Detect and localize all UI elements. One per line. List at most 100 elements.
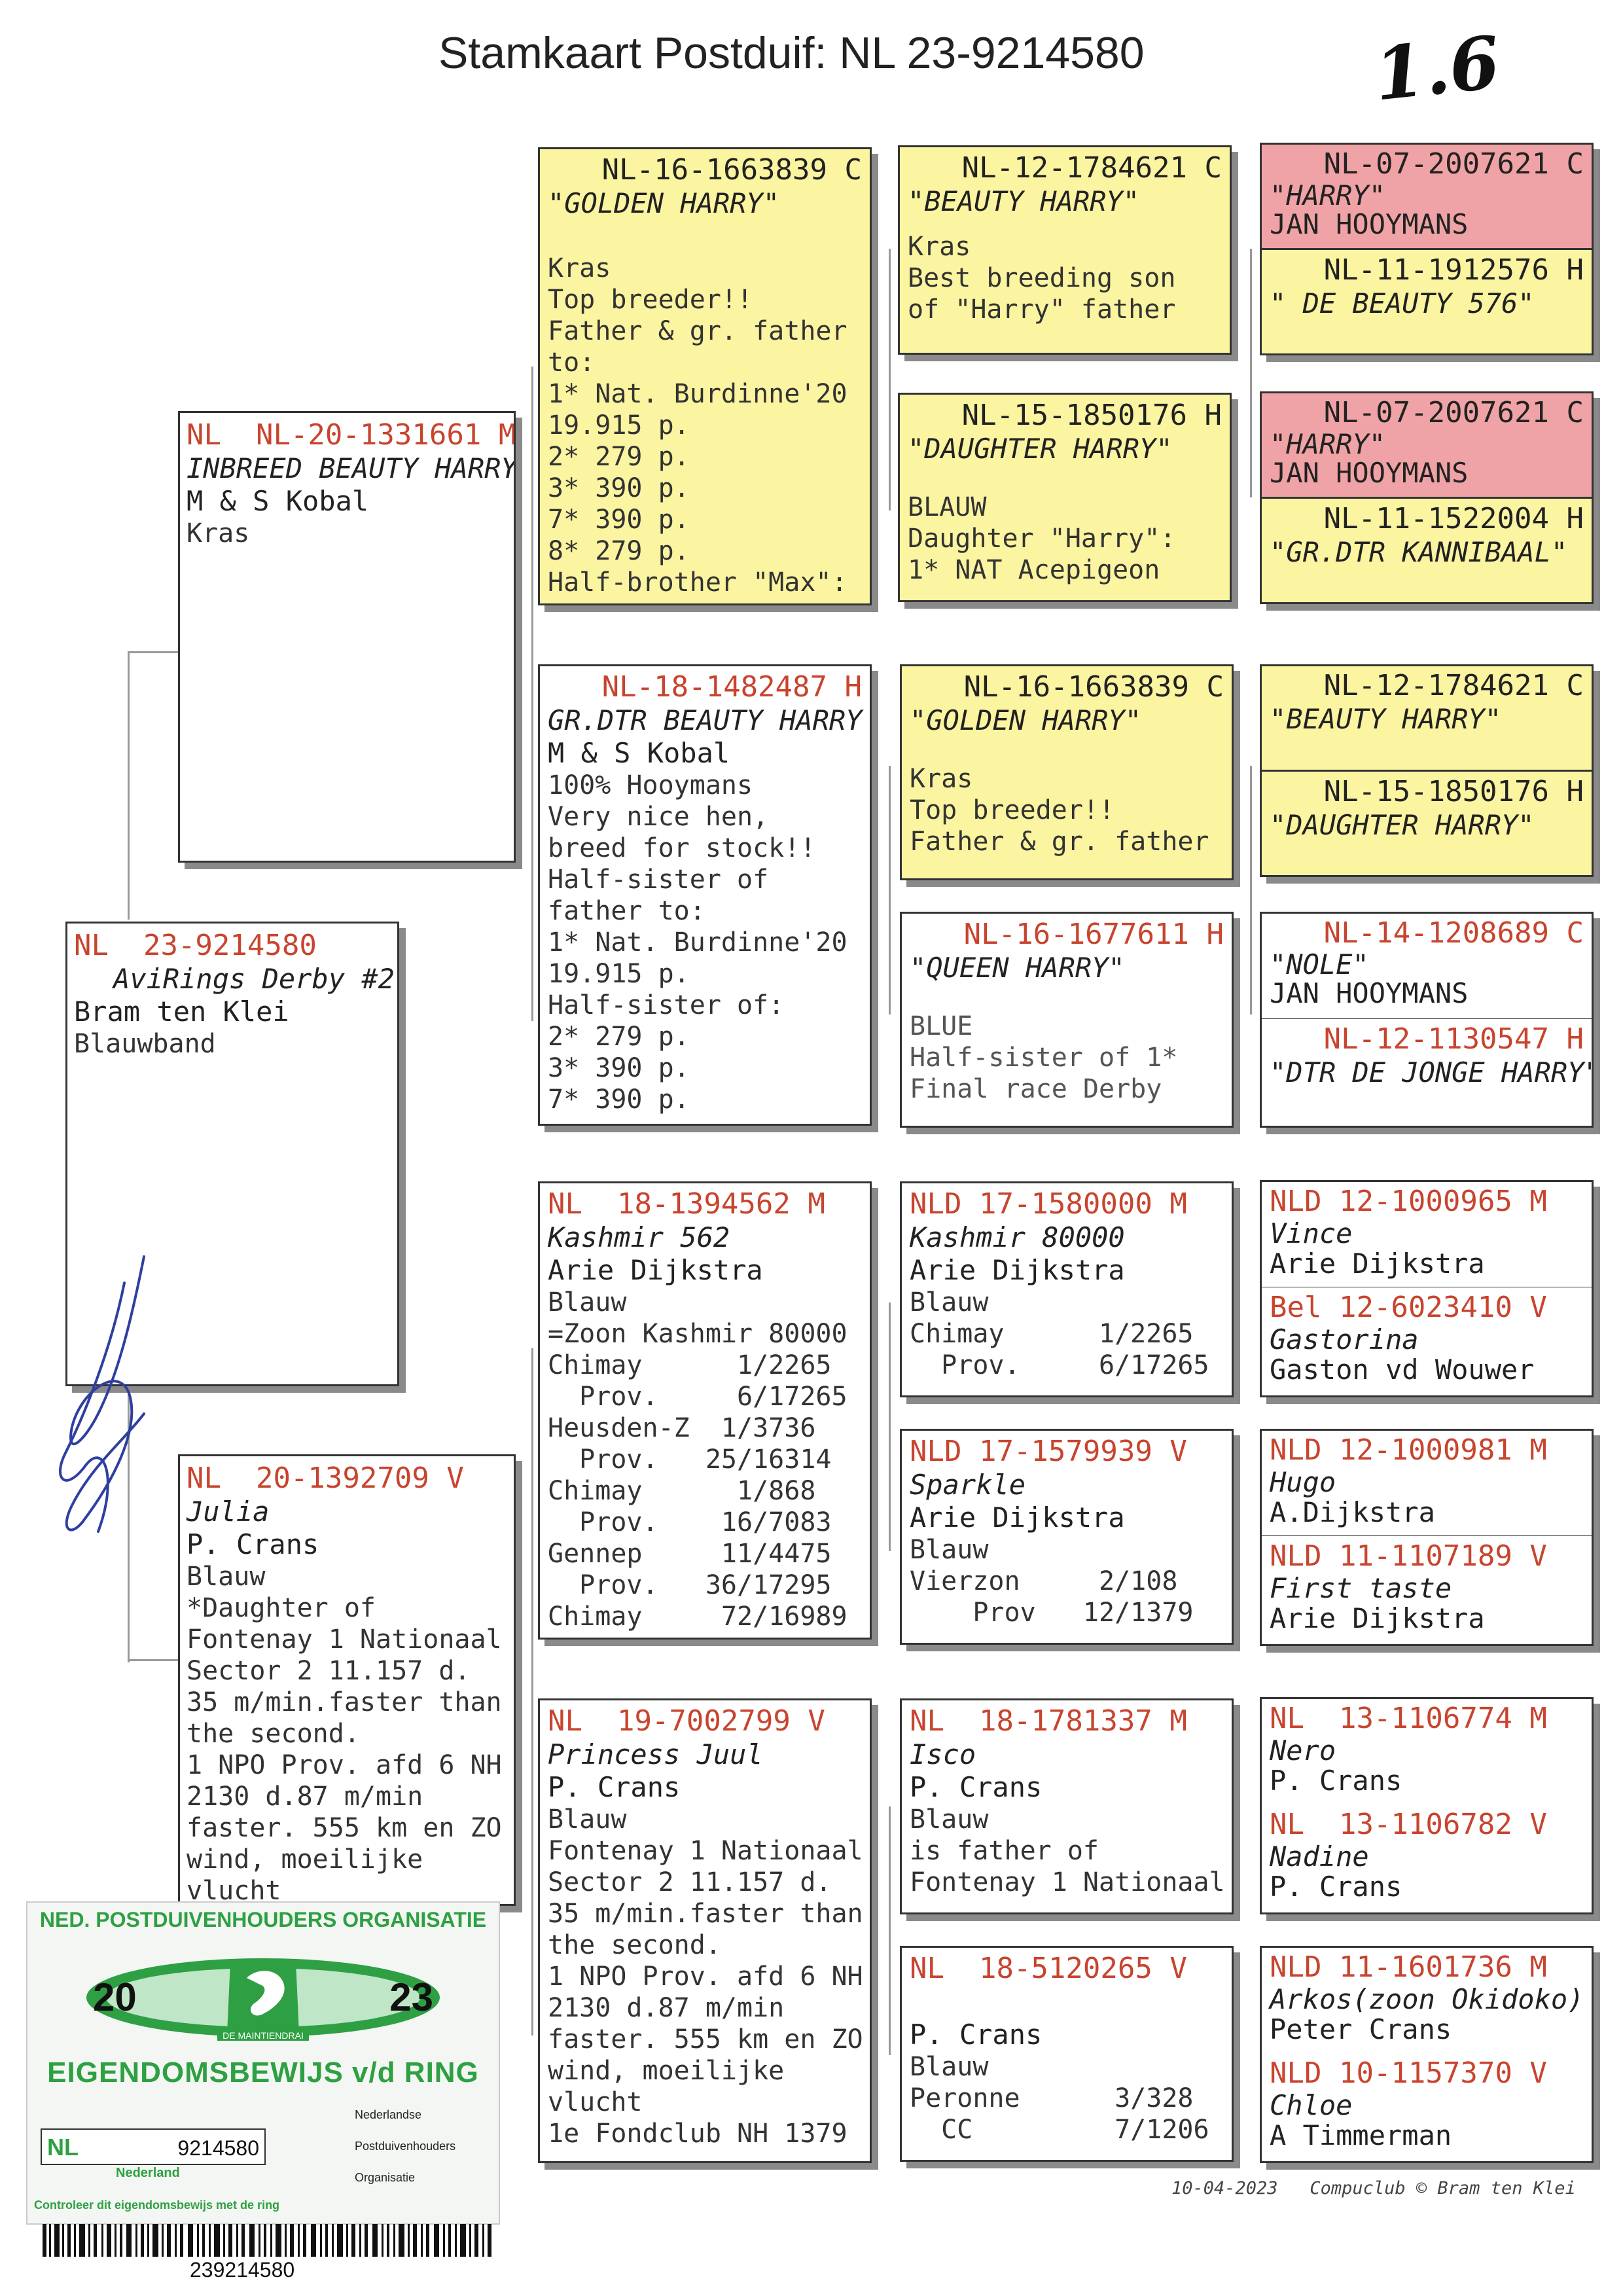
detail-line: Prov. 6/17265 [548, 1382, 847, 1412]
ring-number: NL-11-1912576 H [1323, 253, 1584, 287]
detail-line: Fontenay 1 Nationaal [910, 1867, 1224, 1897]
pigeon-card-sss[interactable]: NL-12-1784621 C "BEAUTY HARRY" Kras Best… [898, 145, 1232, 355]
detail-line: Kras [548, 253, 611, 283]
ring-number: NLD 12-1000965 M [1270, 1185, 1547, 1218]
connector-line [128, 651, 180, 653]
page-title: Stamkaart Postduif: NL 23-9214580 [438, 28, 1145, 78]
pigeon-card-dss[interactable]: NLD 17-1580000 M Kashmir 80000 Arie Dijk… [900, 1181, 1234, 1397]
country-code: NL [47, 2134, 79, 2161]
detail-line: Kras [908, 232, 971, 262]
detail-line: of "Harry" father [908, 295, 1176, 325]
ring-number: NLD 17-1579939 V [910, 1435, 1187, 1468]
pigeon-card-dam[interactable]: NL 20-1392709 V Julia P. Crans Blauw *Da… [178, 1454, 516, 1906]
ring-number: NLD 11-1107189 V [1270, 1539, 1547, 1573]
pigeon-card-ddd[interactable]: NL 18-5120265 V P. Crans Blauw Peronne 3… [900, 1946, 1234, 2162]
pigeon-card-gen4-r7[interactable]: NL 13-1106774 M Nero P. Crans NL 13-1106… [1260, 1697, 1594, 1914]
pigeon-card-gen4-r3[interactable]: NL-12-1784621 C "BEAUTY HARRY" NL-15-185… [1260, 664, 1594, 877]
ownership-certificate: NED. POSTDUIVENHOUDERS ORGANISATIE 20 23… [26, 1901, 500, 2225]
check-text: Controleer dit eigendomsbewijs met de ri… [34, 2198, 280, 2212]
pigeon-card-sire[interactable]: NL NL-20-1331661 M INBREED BEAUTY HARRY … [178, 411, 516, 863]
pigeon-owner: P. Crans [910, 2018, 1043, 2051]
pigeon-name: AviRings Derby #2 [113, 963, 395, 995]
detail-line: 3* 390 p. [548, 473, 690, 503]
pigeon-card-gen4-r2[interactable]: NL-07-2007621 C "HARRY" JAN HOOYMANS NL-… [1260, 391, 1594, 604]
pigeon-name: Sparkle [910, 1469, 1026, 1501]
footer: 10-04-2023 Compuclub © Bram ten Klei [1171, 2178, 1576, 2198]
detail-line: faster. 555 km en ZO [187, 1813, 502, 1843]
ring-number: NL-15-1850176 H [1323, 775, 1584, 808]
detail-line: Blauw [910, 1535, 989, 1565]
detail-line: Prov. 16/7083 [548, 1507, 832, 1537]
ring-number: NL-11-1522004 H [1323, 502, 1584, 535]
detail-line: Final race Derby [910, 1074, 1162, 1104]
pigeon-name: " DE BEAUTY 576" [1270, 287, 1535, 319]
handwritten-note: 1.6 [1370, 20, 1504, 117]
detail-line: 2* 279 p. [548, 442, 690, 472]
detail-line: Blauw [910, 2052, 989, 2082]
pigeon-card-gen4-r5[interactable]: NLD 12-1000965 M Vince Arie Dijkstra Bel… [1260, 1180, 1594, 1397]
pigeon-card-dds[interactable]: NL 18-1781337 M Isco P. Crans Blauw is f… [900, 1698, 1234, 1914]
pigeon-card-sd[interactable]: NL-18-1482487 H GR.DTR BEAUTY HARRY M & … [538, 664, 872, 1126]
motto-banner: DE MAINTIENDRAI [217, 2030, 309, 2041]
pigeon-card-ds[interactable]: NL 18-1394562 M Kashmir 562 Arie Dijkstr… [538, 1181, 872, 1640]
pigeon-owner: JAN HOOYMANS [1270, 457, 1469, 489]
country-name: Nederland [116, 2166, 180, 2180]
pigeon-card-dd[interactable]: NL 19-7002799 V Princess Juul P. Crans B… [538, 1698, 872, 2163]
separator [1262, 1535, 1592, 1536]
detail-line: Kras [187, 518, 250, 548]
pigeon-name: GR.DTR BEAUTY HARRY [548, 704, 863, 736]
detail-line: Prov. 6/17265 [910, 1350, 1209, 1380]
pigeon-owner: A Timmerman [1270, 2119, 1452, 2151]
detail-line: Blauw [910, 1287, 989, 1318]
pigeon-card-gen4-r8[interactable]: NLD 11-1601736 M Arkos(zoon Okidoko) Pet… [1260, 1946, 1594, 2163]
detail-line: Very nice hen, [548, 802, 769, 832]
pigeon-card-ssd[interactable]: NL-15-1850176 H "DAUGHTER HARRY" BLAUW D… [898, 393, 1232, 602]
pigeon-owner: A.Dijkstra [1270, 1496, 1435, 1528]
detail-line: Blauw [910, 1804, 989, 1835]
ring-number: 9214580 [177, 2136, 259, 2160]
detail-line: 1 NPO Prov. afd 6 NH [548, 1962, 862, 1992]
pigeon-owner: Arie Dijkstra [910, 1254, 1125, 1286]
pigeon-name: "DAUGHTER HARRY" [908, 433, 1173, 465]
ring-number: NLD 12-1000981 M [1270, 1433, 1547, 1467]
pigeon-card-gen4-r1[interactable]: NL-07-2007621 C "HARRY" JAN HOOYMANS NL-… [1260, 143, 1594, 355]
ring-number: NL-07-2007621 C [1323, 147, 1584, 181]
detail-line: 1e Fondclub NH 1379 [548, 2119, 847, 2149]
connector-line [889, 1302, 891, 1551]
pigeon-card-dsd[interactable]: NLD 17-1579939 V Sparkle Arie Dijkstra B… [900, 1429, 1234, 1645]
ring-number: NLD 10-1157370 V [1270, 2056, 1547, 2090]
ring-number: NL-18-1482487 H [601, 670, 862, 704]
detail-line: =Zoon Kashmir 80000 [548, 1319, 847, 1349]
detail-line: 19.915 p. [548, 410, 690, 440]
detail-line: breed for stock!! [548, 833, 816, 863]
detail-line: 1 NPO Prov. afd 6 NH [187, 1750, 502, 1780]
pigeon-card-ss[interactable]: NL-16-1663839 C "GOLDEN HARRY" Kras Top … [538, 147, 872, 605]
detail-line: 2130 d.87 m/min [548, 1993, 785, 2023]
detail-line: Fontenay 1 Nationaal [548, 1836, 862, 1866]
pigeon-owner: P. Crans [1270, 1765, 1402, 1797]
pigeon-card-sdd[interactable]: NL-16-1677611 H "QUEEN HARRY" BLUE Half-… [900, 912, 1234, 1128]
detail-line: Best breeding son [908, 263, 1176, 293]
pigeon-owner: P. Crans [187, 1528, 319, 1560]
detail-line: 7* 390 p. [548, 505, 690, 535]
detail-line: Prov. 25/16314 [548, 1444, 832, 1475]
pigeon-card-sds[interactable]: NL-16-1663839 C "GOLDEN HARRY" Kras Top … [900, 664, 1234, 880]
detail-line: Blauw [548, 1287, 627, 1318]
pigeon-card-subject[interactable]: NL 23-9214580 AviRings Derby #2 Bram ten… [65, 922, 399, 1386]
pigeon-name [910, 1986, 1224, 2018]
ring-number: NL-12-1784621 C [961, 151, 1222, 185]
npo-line: Organisatie [355, 2171, 416, 2184]
pigeon-owner: Arie Dijkstra [548, 1254, 763, 1286]
detail-line: *Daughter of [187, 1593, 376, 1623]
pigeon-card-gen4-r4[interactable]: NL-14-1208689 C "NOLE" JAN HOOYMANS NL-1… [1260, 912, 1594, 1128]
detail-line: Sector 2 11.157 d. [548, 1867, 832, 1897]
pigeon-owner: Bram ten Klei [74, 996, 289, 1028]
detail-line: 7* 390 p. [548, 1085, 690, 1115]
detail-line: Half-sister of 1* [910, 1043, 1178, 1073]
pigeon-owner: Arie Dijkstra [1270, 1602, 1485, 1634]
ring-number: NL 23-9214580 [74, 929, 317, 962]
detail-line: 100% Hooymans [548, 770, 753, 800]
pigeon-card-gen4-r6[interactable]: NLD 12-1000981 M Hugo A.Dijkstra NLD 11-… [1260, 1429, 1594, 1646]
pigeon-name: "BEAUTY HARRY" [908, 185, 1140, 217]
detail-line: vlucht [548, 2087, 643, 2117]
